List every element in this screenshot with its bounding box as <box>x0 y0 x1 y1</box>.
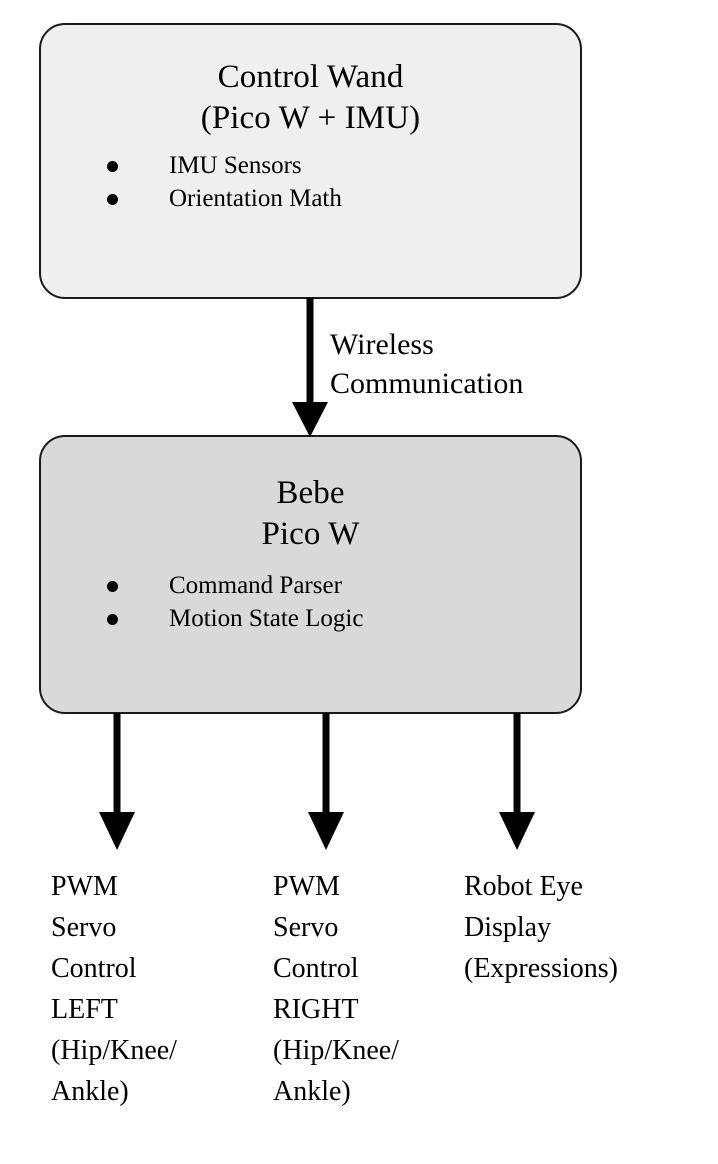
output-label-line: (Expressions) <box>464 953 618 984</box>
output-label-line: (Hip/Knee/ <box>51 1035 177 1066</box>
output-label-line: Ankle) <box>51 1076 129 1107</box>
output-label-line: PWM <box>273 871 340 902</box>
list-item: Command Parser <box>107 569 363 602</box>
node-control-wand-title-line1: Control Wand <box>217 59 404 95</box>
list-item: Orientation Math <box>107 182 342 215</box>
output-label-line: Robot Eye <box>464 871 583 902</box>
node-control-wand-title: Control Wand (Pico W + IMU) <box>201 57 421 139</box>
output-label-servo-right: PWM Servo Control RIGHT (Hip/Knee/ Ankle… <box>273 866 399 1112</box>
bullet-dot-icon <box>107 161 118 172</box>
list-item-label: Orientation Math <box>169 185 342 212</box>
list-item-label: Command Parser <box>169 572 342 599</box>
node-control-wand[interactable]: Control Wand (Pico W + IMU) IMU Sensors … <box>39 23 582 299</box>
edge-label-line1: Wireless <box>330 328 434 361</box>
list-item-label: IMU Sensors <box>169 152 302 179</box>
bullet-dot-icon <box>107 581 118 592</box>
edge-label-wireless-communication: Wireless Communication <box>330 325 523 403</box>
output-label-servo-left: PWM Servo Control LEFT (Hip/Knee/ Ankle) <box>51 866 177 1112</box>
node-bebe-title-line1: Bebe <box>276 475 345 511</box>
output-label-line: Control <box>273 953 359 984</box>
edge-label-line2: Communication <box>330 367 524 400</box>
node-bebe-title: Bebe Pico W <box>261 473 359 555</box>
node-control-wand-bullet-list: IMU Sensors Orientation Math <box>107 149 342 215</box>
arrow-wand-to-bebe <box>292 298 328 437</box>
list-item-label: Motion State Logic <box>169 605 364 632</box>
node-bebe-title-line2: Pico W <box>261 516 360 552</box>
list-item: IMU Sensors <box>107 149 342 182</box>
output-label-line: Servo <box>273 912 339 943</box>
bullet-dot-icon <box>107 194 118 205</box>
output-label-line: RIGHT <box>273 994 359 1025</box>
output-label-line: Control <box>51 953 137 984</box>
output-label-line: Ankle) <box>273 1076 351 1107</box>
arrow-bebe-to-servo-right <box>308 713 344 850</box>
output-label-line: (Hip/Knee/ <box>273 1035 399 1066</box>
arrow-bebe-to-servo-left <box>99 713 135 850</box>
list-item: Motion State Logic <box>107 602 363 635</box>
output-label-line: Display <box>464 912 552 943</box>
arrow-bebe-to-eye-display <box>499 713 535 850</box>
output-label-eye-display: Robot Eye Display (Expressions) <box>464 866 618 989</box>
node-bebe-bullet-list: Command Parser Motion State Logic <box>107 569 363 635</box>
bullet-dot-icon <box>107 614 118 625</box>
output-label-line: Servo <box>51 912 117 943</box>
output-label-line: LEFT <box>51 994 118 1025</box>
output-label-line: PWM <box>51 871 118 902</box>
node-bebe[interactable]: Bebe Pico W Command Parser Motion State … <box>39 435 582 714</box>
node-control-wand-title-line2: (Pico W + IMU) <box>200 100 421 136</box>
